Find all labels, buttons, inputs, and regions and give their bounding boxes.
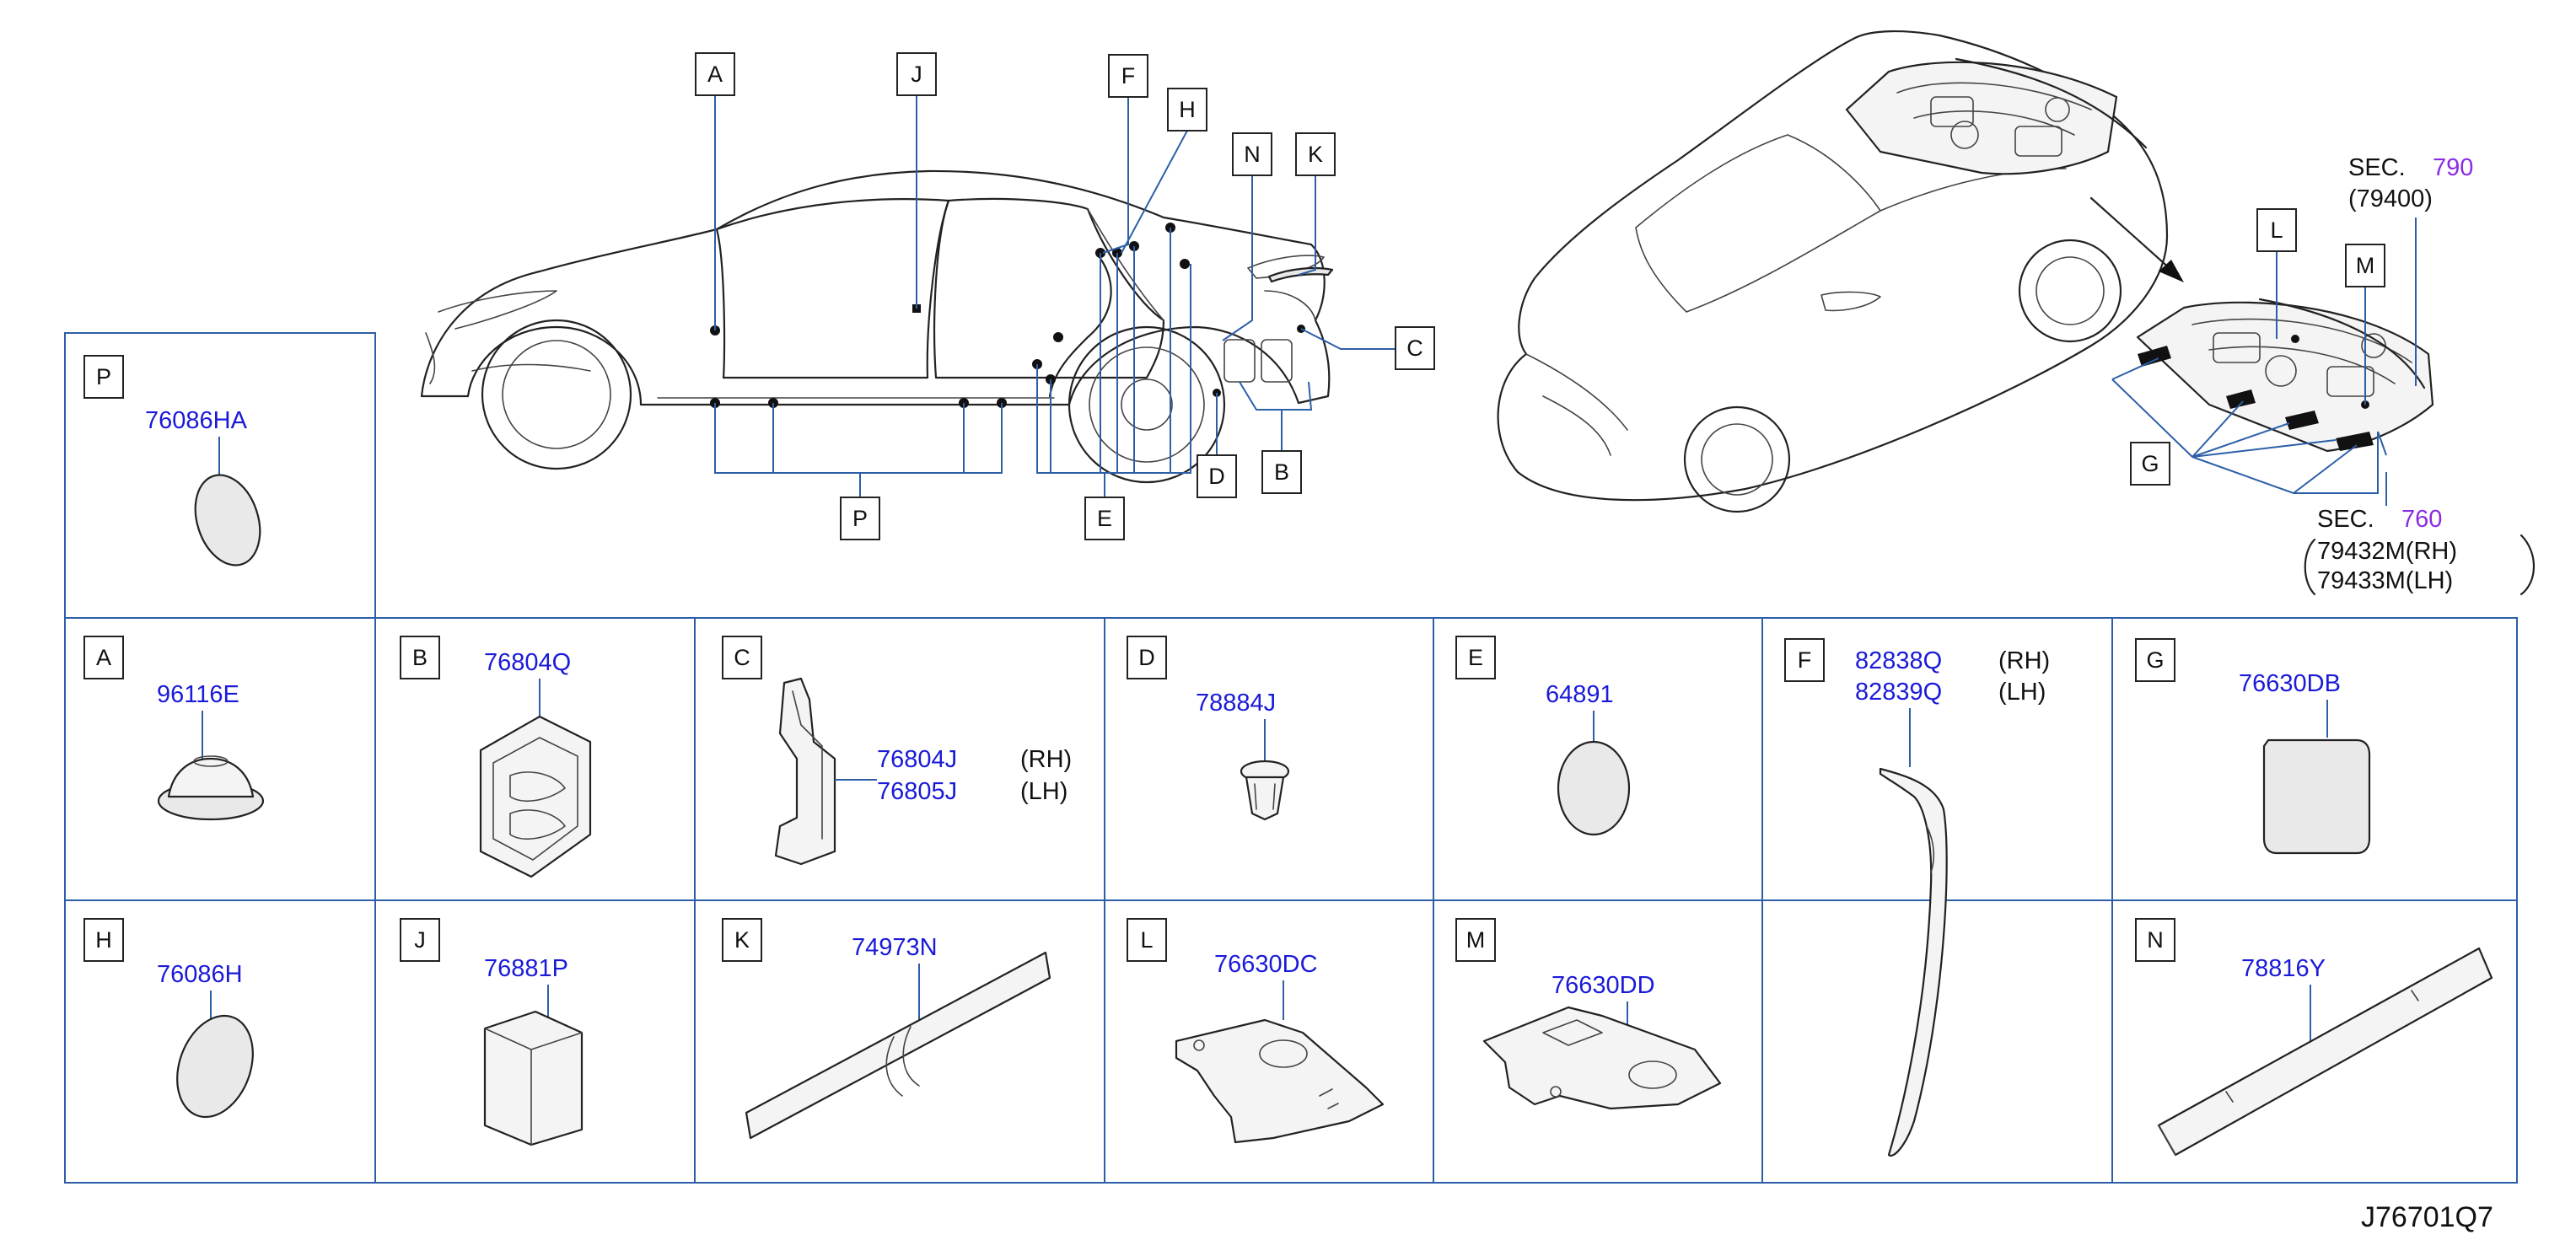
- cell-D: D 78884J: [1127, 636, 1290, 821]
- cell-J: J 76881P: [400, 918, 583, 1146]
- cell-M: M 76630DD: [1455, 918, 1722, 1110]
- svg-text:(RH): (RH): [1998, 647, 2050, 674]
- svg-text:M: M: [2356, 253, 2375, 278]
- svg-text:N: N: [2147, 927, 2164, 953]
- callout-H: H: [1167, 88, 1207, 132]
- svg-text:K: K: [1308, 142, 1323, 167]
- part-76086H: 76086H: [157, 961, 243, 988]
- svg-text:E: E: [1097, 506, 1112, 531]
- svg-text:K: K: [734, 927, 750, 953]
- callout-G: G: [2130, 442, 2170, 486]
- svg-text:C: C: [1406, 336, 1423, 361]
- svg-text:L: L: [1140, 927, 1153, 953]
- cell-K: K 74973N: [722, 918, 1051, 1140]
- part-76805J: 76805J: [877, 778, 957, 805]
- callout-P: P: [840, 497, 880, 540]
- part-78884J: 78884J: [1196, 690, 1276, 717]
- part-82839Q: 82839Q: [1855, 679, 1942, 706]
- svg-text:C: C: [734, 645, 750, 670]
- svg-text:H: H: [95, 927, 112, 953]
- part-76630DC: 76630DC: [1214, 951, 1318, 978]
- svg-text:M: M: [1466, 927, 1486, 953]
- svg-text:(LH): (LH): [1998, 679, 2046, 706]
- cell-N: N 78816Y: [2135, 918, 2493, 1157]
- part-96116E: 96116E: [157, 681, 239, 708]
- svg-text:A: A: [707, 62, 723, 87]
- cell-L: L 76630DC: [1127, 918, 1385, 1144]
- svg-text:A: A: [96, 645, 111, 670]
- part-76881P: 76881P: [484, 955, 568, 982]
- cell-P: P 76086HA: [83, 355, 261, 566]
- diagram-code: J76701Q7: [2361, 1201, 2493, 1233]
- callout-C: C: [1395, 326, 1435, 370]
- sedan-side-view: [420, 169, 1334, 484]
- sedan-leaders: [714, 94, 1396, 497]
- callout-J: J: [896, 52, 937, 96]
- cell-F: F 82838Q 82839Q (RH) (LH): [1784, 638, 2050, 1157]
- cell-C: C 76804J 76805J (RH) (LH): [722, 636, 1072, 866]
- cell-G: G 76630DB: [2135, 638, 2371, 855]
- cell-H: H 76086H: [83, 918, 254, 1119]
- car-rear-three-quarter-view: [1497, 30, 2434, 513]
- part-74973N: 74973N: [852, 934, 938, 961]
- callout-M: M: [2345, 244, 2385, 287]
- sec-790-part: (79400): [2348, 185, 2433, 212]
- svg-text:P: P: [96, 364, 111, 389]
- svg-text:G: G: [2146, 647, 2164, 673]
- svg-text:P: P: [852, 506, 868, 531]
- sec-760-number: 760: [2401, 506, 2442, 533]
- svg-text:J: J: [414, 927, 426, 953]
- callout-B: B: [1261, 450, 1302, 494]
- svg-text:E: E: [1468, 645, 1483, 670]
- sec-760-part-rh: 79432M(RH): [2317, 538, 2457, 565]
- svg-text:F: F: [1121, 63, 1136, 89]
- svg-text:D: D: [1208, 464, 1225, 489]
- callout-E: E: [1084, 497, 1125, 540]
- sec-760-prefix: SEC.: [2317, 506, 2374, 533]
- svg-text:D: D: [1138, 645, 1155, 670]
- parts-grid: [64, 332, 2518, 1184]
- callout-D: D: [1197, 454, 1237, 498]
- cell-E: E 64891: [1455, 636, 1631, 836]
- callout-boxes: A J F H N K C P E D B L M G: [695, 52, 2385, 540]
- svg-text:L: L: [2270, 217, 2283, 243]
- callout-K: K: [1295, 132, 1336, 176]
- part-76804Q: 76804Q: [484, 649, 571, 676]
- callout-A: A: [695, 52, 735, 96]
- cell-A: A 96116E: [83, 636, 265, 821]
- section-references: SEC. 790 (79400) SEC. 760 79432M(RH) 794…: [2304, 154, 2536, 596]
- svg-text:H: H: [1179, 97, 1196, 122]
- svg-text:(RH): (RH): [1020, 746, 1072, 773]
- sec-790-number: 790: [2433, 154, 2473, 181]
- svg-text:F: F: [1798, 647, 1812, 673]
- callout-F: F: [1108, 54, 1148, 98]
- svg-text:J: J: [911, 62, 922, 87]
- sedan-callout-dots: [710, 223, 1305, 408]
- svg-text:G: G: [2141, 451, 2159, 476]
- part-78816Y: 78816Y: [2241, 955, 2326, 982]
- svg-text:N: N: [1244, 142, 1261, 167]
- part-64891: 64891: [1546, 681, 1614, 708]
- part-76630DB: 76630DB: [2239, 670, 2341, 697]
- part-76804J: 76804J: [877, 746, 957, 773]
- part-82838Q: 82838Q: [1855, 647, 1942, 674]
- callout-N: N: [1232, 132, 1272, 176]
- sec-760-part-lh: 79433M(LH): [2317, 567, 2453, 594]
- svg-text:(LH): (LH): [1020, 778, 1068, 805]
- part-76086HA: 76086HA: [145, 407, 248, 434]
- svg-text:B: B: [1274, 459, 1289, 485]
- rear-leaders: [2111, 217, 2417, 495]
- cell-B: B 76804Q: [400, 636, 592, 878]
- svg-text:B: B: [412, 645, 428, 670]
- callout-L: L: [2256, 208, 2297, 252]
- part-76630DD: 76630DD: [1552, 972, 1655, 999]
- sec-790-prefix: SEC.: [2348, 154, 2406, 181]
